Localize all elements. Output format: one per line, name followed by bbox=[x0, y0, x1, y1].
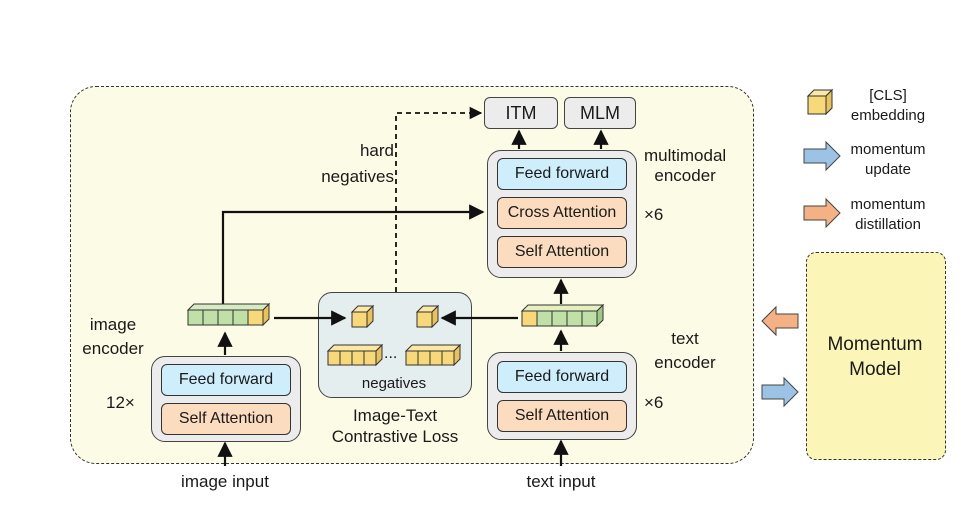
mlm-label: MLM bbox=[580, 102, 620, 123]
legend-cls-line2: embedding bbox=[850, 107, 926, 124]
legend-cls-cube-icon bbox=[806, 88, 834, 116]
text-feed-forward: Feed forward bbox=[497, 361, 627, 393]
text-repeat-label: ×6 bbox=[644, 393, 664, 412]
itm-label: ITM bbox=[505, 102, 537, 123]
momentum-model-box bbox=[806, 252, 946, 460]
text-encoder-label: text encoder bbox=[644, 327, 726, 375]
momentum-distillation-arrow bbox=[761, 305, 799, 337]
legend-update-line1: momentum bbox=[850, 141, 926, 158]
legend-update-line2: update bbox=[865, 161, 911, 178]
momentum-model-label: Momentum Model bbox=[806, 332, 944, 382]
itc-dots: ... bbox=[384, 345, 398, 362]
image-feed-forward: Feed forward bbox=[161, 364, 291, 396]
image-input-label: image input bbox=[181, 472, 269, 491]
image-token-sequence bbox=[186, 302, 271, 327]
legend-cls-line1: [CLS] bbox=[869, 87, 907, 104]
legend-momentum-update-icon bbox=[803, 140, 841, 172]
text-token-sequence bbox=[520, 303, 605, 328]
itc-caption: Image-Text Contrastive Loss bbox=[300, 405, 490, 447]
image-self-attention-label: Self Attention bbox=[178, 410, 274, 427]
image-encoder-label: image encoder bbox=[72, 313, 154, 361]
multimodal-feed-forward: Feed forward bbox=[497, 158, 627, 190]
multimodal-label-line2: encoder bbox=[654, 166, 716, 186]
itm-head: ITM bbox=[484, 97, 558, 129]
multimodal-encoder-label: multimodal encoder bbox=[644, 146, 726, 187]
text-feed-forward-label: Feed forward bbox=[514, 368, 610, 385]
itc-caption-line2: Contrastive Loss bbox=[331, 427, 459, 446]
legend-update-label: momentum update bbox=[838, 140, 938, 180]
legend-cls-label: [CLS] embedding bbox=[838, 86, 938, 126]
negatives-left-cubes bbox=[326, 343, 384, 367]
multimodal-cross-attention: Cross Attention bbox=[497, 197, 627, 229]
itc-text-cls-cube bbox=[415, 304, 440, 329]
image-encoder-line1: image bbox=[89, 315, 137, 334]
text-self-attention-label: Self Attention bbox=[514, 407, 610, 424]
image-self-attention: Self Attention bbox=[161, 403, 291, 435]
legend-distill-label: momentum distillation bbox=[838, 195, 938, 235]
text-encoder-line1: text bbox=[671, 329, 699, 348]
text-encoder-line2: encoder bbox=[654, 353, 716, 372]
legend-momentum-distillation-icon bbox=[803, 197, 841, 229]
image-repeat-label: 12× bbox=[106, 393, 135, 412]
image-encoder-line2: encoder bbox=[82, 339, 144, 358]
momentum-model-line1: Momentum bbox=[827, 334, 923, 355]
text-input-label: text input bbox=[526, 472, 596, 491]
multimodal-self-attention-label: Self Attention bbox=[514, 243, 610, 260]
multimodal-cross-attention-label: Cross Attention bbox=[507, 204, 617, 221]
hard-negatives-line1: hard bbox=[359, 141, 394, 160]
momentum-model-line2: Model bbox=[849, 359, 901, 380]
image-to-cross-attention-arrow bbox=[221, 204, 485, 308]
itc-caption-line1: Image-Text bbox=[352, 406, 438, 425]
text-self-attention: Self Attention bbox=[497, 400, 627, 432]
legend-distill-line2: distillation bbox=[855, 216, 921, 233]
mlm-head: MLM bbox=[564, 97, 636, 129]
multimodal-self-attention: Self Attention bbox=[497, 236, 627, 268]
hard-negatives-arrow bbox=[395, 106, 483, 292]
multimodal-feed-forward-label: Feed forward bbox=[514, 165, 610, 182]
legend-distill-line1: momentum bbox=[850, 196, 926, 213]
momentum-update-arrow bbox=[761, 376, 799, 408]
multimodal-repeat-label: ×6 bbox=[644, 205, 664, 224]
itc-image-cls-cube bbox=[350, 304, 375, 329]
hard-negatives-label: hard negatives bbox=[300, 138, 394, 190]
hard-negatives-line2: negatives bbox=[321, 167, 394, 186]
negatives-right-cubes bbox=[404, 343, 462, 367]
multimodal-label-line1: multimodal bbox=[644, 146, 727, 165]
image-feed-forward-label: Feed forward bbox=[178, 371, 274, 388]
itc-negatives-label: negatives bbox=[361, 375, 427, 392]
